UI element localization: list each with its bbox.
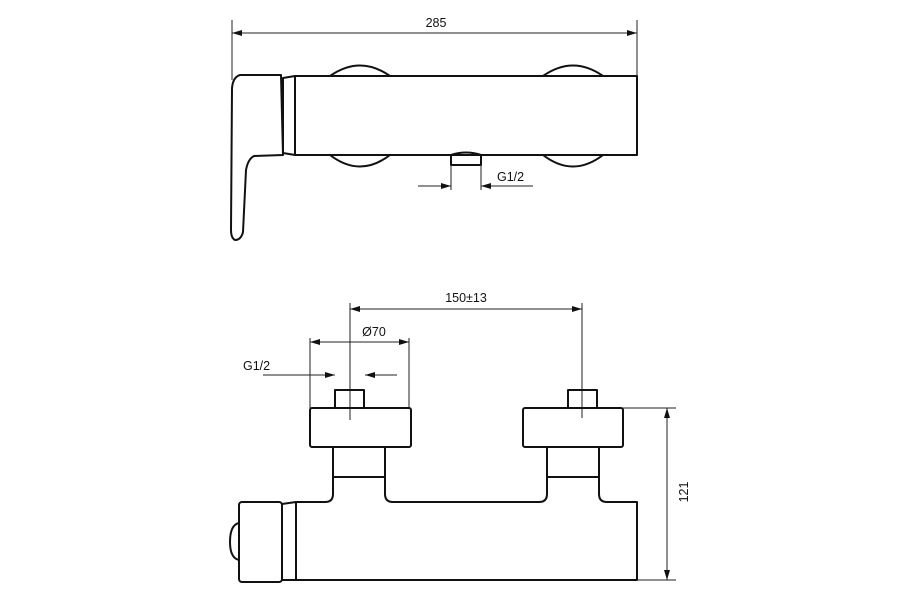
top-view: 285 G1/2 [230,16,638,241]
lever-handle [230,74,284,241]
wall-flange-right [542,64,604,77]
handle-cap [238,501,283,583]
wall-flange-left [329,64,391,77]
inlet-thread-label: G1/2 [243,359,270,373]
handle-knob [229,522,240,561]
dimension-inlet-thread: G1/2 [243,359,397,378]
cover-diameter-label: Ø70 [362,325,386,339]
overall-width-label: 285 [426,16,447,30]
front-view: 150±13 Ø70 G1/2 [229,291,691,583]
height-label: 121 [677,482,691,503]
wall-flange-left-bottom [329,154,391,168]
dimension-center-distance: 150±13 [349,291,583,418]
outlet-thread-label: G1/2 [497,170,524,184]
mixer-body-top [294,75,638,156]
wall-flange-right-bottom [542,154,604,168]
dimension-overall-width: 285 [231,16,638,80]
handle-collar [282,75,296,156]
cover-nut-left [309,407,412,448]
handle-collar-front [281,501,297,581]
dimension-outlet-thread: G1/2 [418,165,533,190]
dimension-cover-diameter: Ø70 [309,325,410,408]
dimension-height: 121 [623,407,691,581]
mixer-body-front [295,476,638,581]
center-distance-label: 150±13 [445,291,487,305]
outlet-nozzle [450,151,482,166]
cover-nut-right [522,407,624,448]
